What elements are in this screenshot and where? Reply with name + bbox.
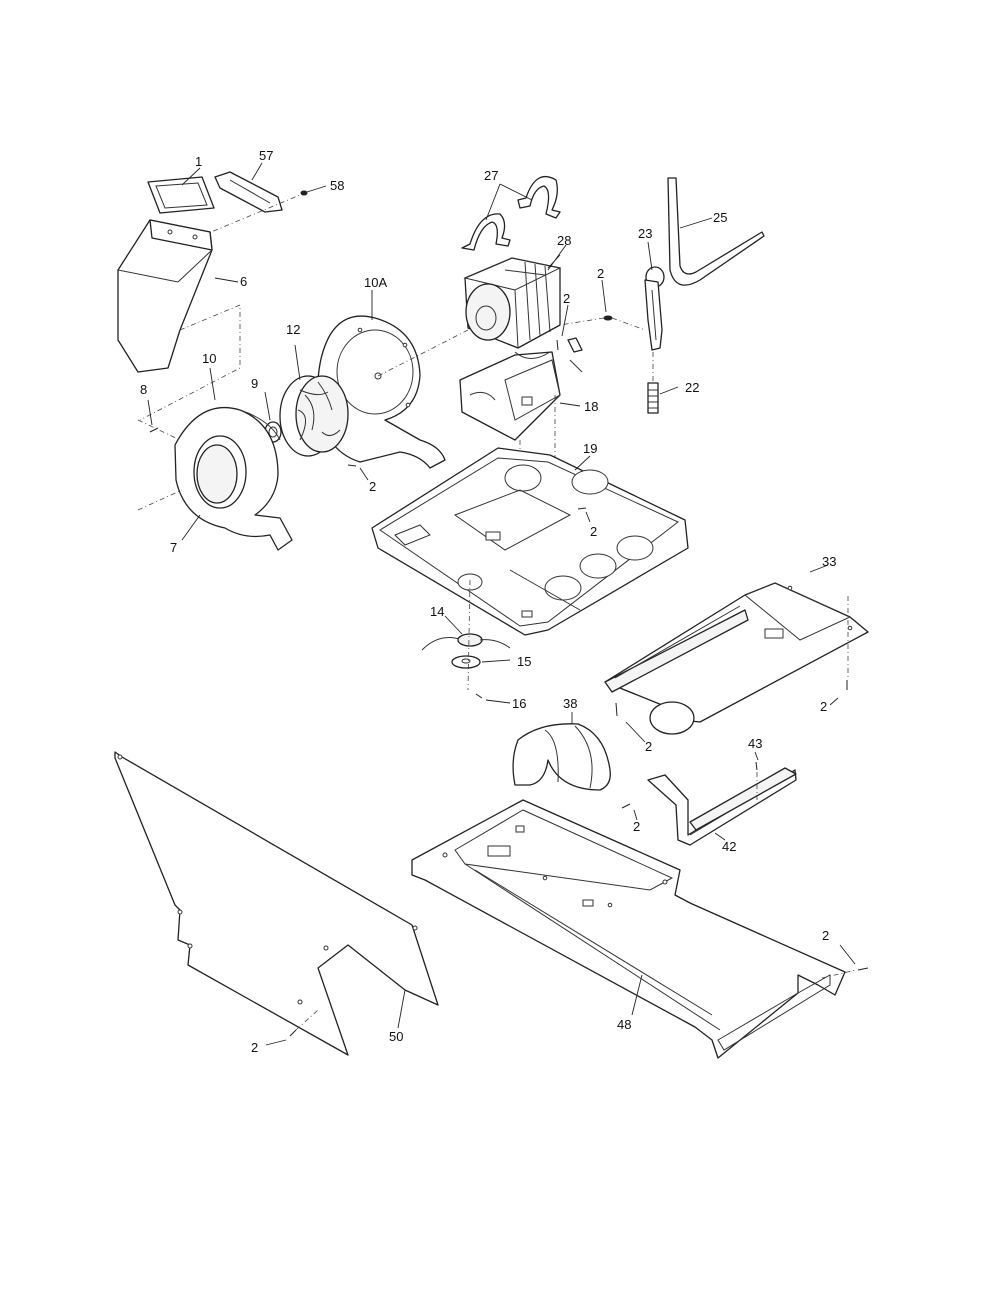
callout-38: 38 (563, 696, 577, 711)
part-19-base-pan (371, 447, 689, 636)
part-14-thermostat (421, 615, 511, 651)
leader-25 (679, 217, 713, 229)
callout-23: 23 (638, 226, 652, 241)
part-28-motor (463, 254, 562, 349)
screw-2-bracket (621, 803, 638, 821)
callout-2g: 2 (633, 819, 640, 834)
screw-2-panel (265, 1009, 319, 1046)
part-23-idler-arm (644, 266, 665, 351)
callout-22: 22 (685, 380, 699, 395)
leader-6 (214, 277, 239, 283)
screw-2-duct-left (615, 702, 646, 743)
callout-33: 33 (822, 554, 836, 569)
part-38-elbow-duct (512, 712, 611, 791)
leader-22 (659, 386, 679, 395)
part-10-blower-housing-front (174, 367, 293, 551)
part-57-bracket (214, 171, 283, 213)
screw-2-rail (821, 944, 869, 979)
callout-7: 7 (170, 540, 177, 555)
part-33-exhaust-duct (604, 564, 869, 735)
part-43-screw (754, 751, 759, 800)
callout-2h: 2 (822, 928, 829, 943)
part-48-base-rail (411, 799, 846, 1059)
leader-23 (647, 241, 653, 271)
screw-2-duct-right (829, 680, 848, 706)
part-6-duct-housing (117, 219, 213, 373)
part-16-screw (475, 693, 511, 704)
callout-58: 58 (330, 178, 344, 193)
leader-2b (561, 304, 569, 337)
leader-57 (251, 162, 263, 181)
leader-28 (547, 244, 567, 271)
part-22-idler-spring (647, 352, 659, 414)
callout-1: 1 (195, 154, 202, 169)
screw-2-motor-side (556, 339, 559, 351)
callout-2c: 2 (369, 479, 376, 494)
part-15-thermostat-mount (451, 655, 511, 669)
screw-2-motor-top (559, 315, 646, 331)
part-25-drive-belt (667, 177, 765, 286)
callout-15: 15 (517, 654, 531, 669)
callout-50: 50 (389, 1029, 403, 1044)
part-18-motor-mount (459, 337, 583, 441)
callout-48: 48 (617, 1017, 631, 1032)
callout-2i: 2 (251, 1040, 258, 1055)
callout-10A: 10A (364, 275, 387, 290)
callout-2d: 2 (590, 524, 597, 539)
callout-18: 18 (584, 399, 598, 414)
callout-43: 43 (748, 736, 762, 751)
callout-2f: 2 (645, 739, 652, 754)
callout-27: 27 (484, 168, 498, 183)
part-58-screw (300, 185, 327, 196)
part-8-screw (147, 399, 159, 433)
callout-57: 57 (259, 148, 273, 163)
screw-2-blower (347, 464, 369, 481)
leader-2a (601, 279, 607, 313)
part-27-motor-clamps (461, 175, 561, 251)
part-1-lint-screen (147, 176, 215, 214)
callout-10: 10 (202, 351, 216, 366)
callout-28: 28 (557, 233, 571, 248)
callout-9: 9 (251, 376, 258, 391)
leader-27b (499, 183, 533, 201)
callout-19: 19 (583, 441, 597, 456)
callout-25: 25 (713, 210, 727, 225)
screw-2-base (577, 507, 591, 523)
callout-2a: 2 (597, 266, 604, 281)
part-42-support-bracket (647, 767, 797, 846)
callout-8: 8 (140, 382, 147, 397)
callout-42: 42 (722, 839, 736, 854)
part-12-blower-wheel (279, 344, 349, 457)
callout-2e: 2 (820, 699, 827, 714)
leader-1 (181, 167, 201, 186)
part-50-rear-panel (114, 751, 439, 1056)
callout-12: 12 (286, 322, 300, 337)
callout-14: 14 (430, 604, 444, 619)
callout-labels: 1 57 58 6 27 28 25 23 2 2 10A 12 10 8 9 … (140, 148, 836, 1055)
callout-16: 16 (512, 696, 526, 711)
callout-6: 6 (240, 274, 247, 289)
callout-2b: 2 (563, 291, 570, 306)
leader-27a (485, 183, 501, 221)
